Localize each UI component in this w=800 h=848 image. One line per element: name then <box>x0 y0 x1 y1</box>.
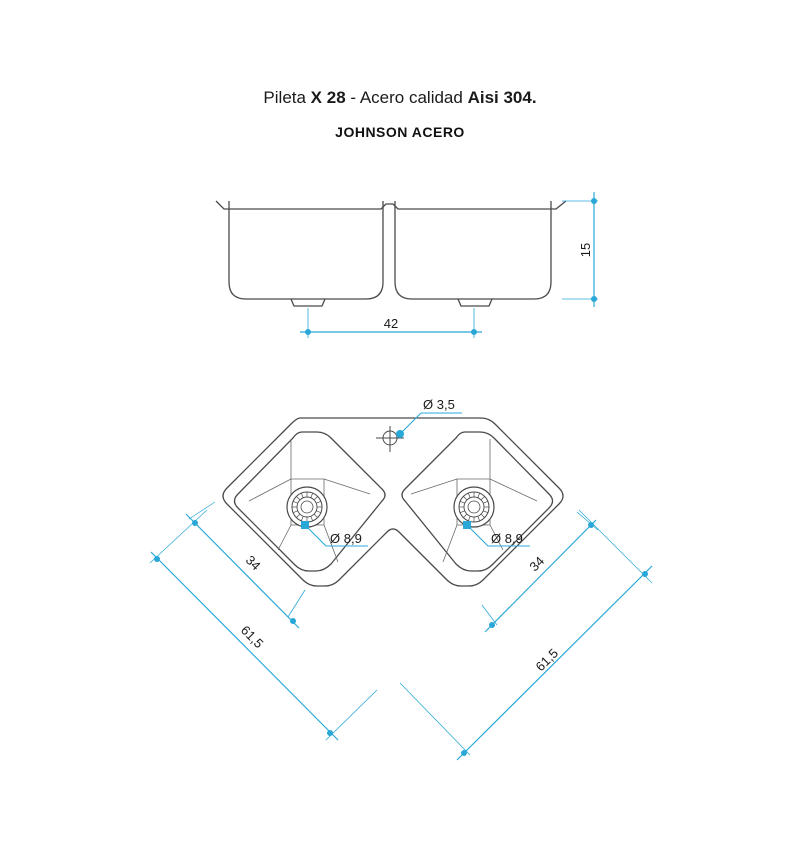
left-bowl-outline <box>228 201 384 300</box>
right-overall-value: 61,5 <box>533 646 562 675</box>
faucet-hole-value: Ø 3,5 <box>423 397 455 412</box>
title-model: X 28 <box>310 88 346 107</box>
sink-outer-outline <box>222 417 564 587</box>
title-prefix: Pileta <box>263 88 311 107</box>
right-bowl-drain <box>457 298 493 307</box>
page-title: Pileta X 28 - Acero calidad Aisi 304. <box>0 88 800 108</box>
right-bowl-dimension: 34 <box>481 511 599 633</box>
left-bowl-value: 34 <box>243 552 264 573</box>
drain-spacing-dimension: 42 <box>300 308 482 338</box>
right-bowl-value: 34 <box>526 553 547 574</box>
right-drain-icon <box>453 486 495 528</box>
title-middle: - Acero calidad <box>345 88 468 107</box>
right-drain-callout: Ø 8,9 <box>463 521 530 547</box>
top-view <box>222 417 564 587</box>
left-drain-value: Ø 8,9 <box>330 531 362 546</box>
right-bowl-top <box>401 431 554 572</box>
right-overall-dimension: 61,5 <box>399 509 653 761</box>
left-bowl-top <box>233 431 386 572</box>
rim-outline <box>215 200 567 210</box>
side-view <box>215 200 567 307</box>
left-bowl-dimension: 34 <box>185 501 306 629</box>
height-dimension: 15 <box>562 192 598 307</box>
right-drain-value: Ø 8,9 <box>491 531 523 546</box>
left-bowl-slopes <box>248 439 371 563</box>
faucet-hole-icon <box>376 426 404 452</box>
brand-name: JOHNSON ACERO <box>335 124 465 140</box>
left-overall-value: 61,5 <box>238 623 267 652</box>
right-bowl-outline <box>394 201 552 300</box>
height-value: 15 <box>578 243 593 257</box>
drain-spacing-value: 42 <box>384 316 398 331</box>
faucet-hole-callout: Ø 3,5 <box>396 397 462 438</box>
title-material: Aisi 304. <box>467 88 537 107</box>
left-drain-callout: Ø 8,9 <box>301 521 368 547</box>
left-bowl-drain <box>290 298 326 307</box>
